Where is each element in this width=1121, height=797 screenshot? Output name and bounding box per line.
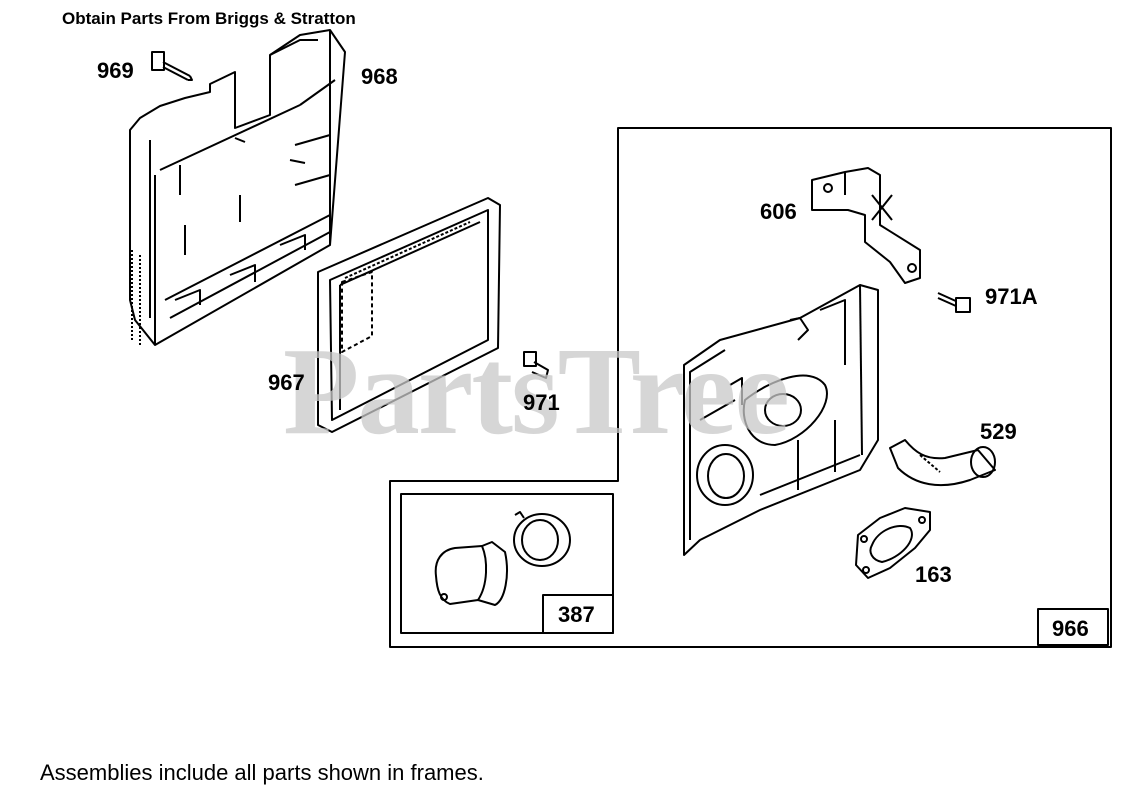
part-163-gasket-drawing — [855, 507, 931, 579]
callout-387: 387 — [558, 602, 595, 627]
part-968-housing-drawing — [129, 29, 346, 346]
parts-tree-watermark: PartsTree — [283, 323, 790, 461]
part-969-bolt-drawing — [151, 51, 193, 81]
callout-163: 163 — [915, 562, 952, 587]
part-387-primer-drawing — [434, 511, 571, 606]
part-971-screw-drawing — [523, 351, 549, 379]
callout-971a: 971A — [985, 284, 1038, 309]
part-529-elbow-drawing — [889, 439, 996, 487]
part-606-bracket-drawing — [811, 167, 921, 284]
part-966-base-drawing — [683, 284, 879, 556]
part-971a-bolt-drawing — [937, 292, 971, 313]
diagram-footer-note: Assemblies include all parts shown in fr… — [40, 760, 484, 785]
callout-966: 966 — [1052, 616, 1089, 641]
assembly-frame-966 — [389, 127, 1112, 648]
assembly-frame-387 — [400, 493, 614, 634]
callout-box-966 — [1037, 608, 1109, 646]
callout-971: 971 — [523, 390, 560, 415]
diagram-header: Obtain Parts From Briggs & Stratton — [62, 9, 356, 28]
callout-968: 968 — [361, 64, 398, 89]
callout-606: 606 — [760, 199, 797, 224]
callout-529: 529 — [980, 419, 1017, 444]
part-967-filter-drawing — [317, 197, 501, 433]
callout-box-387 — [542, 594, 614, 634]
callout-969: 969 — [97, 58, 134, 83]
callout-967: 967 — [268, 370, 305, 395]
